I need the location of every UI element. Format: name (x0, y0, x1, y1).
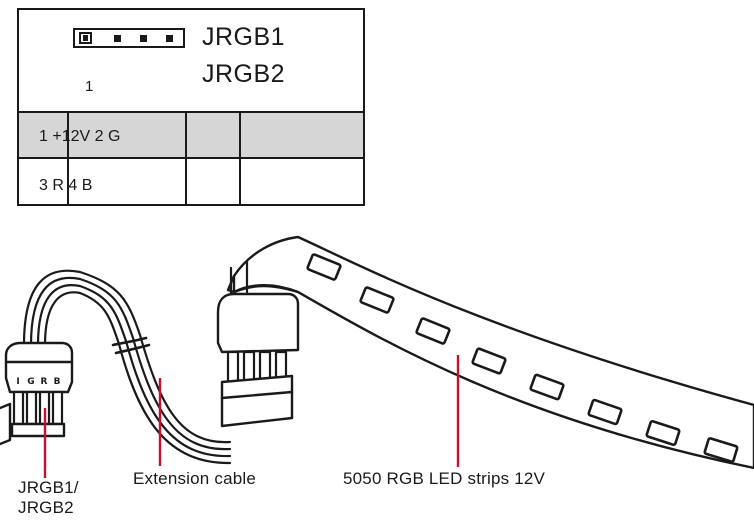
callout-connector: JRGB1/ JRGB2 (18, 478, 79, 519)
pin-definition-table: JRGB1 JRGB2 1 1 +12V 2 G 3 R 4 B (17, 8, 365, 206)
pin-icon (114, 35, 121, 42)
pin-row-text: 1 +12V 2 G (39, 128, 121, 145)
led-chip-icon (471, 347, 507, 375)
header-name-jrgb2: JRGB2 (202, 60, 286, 88)
callout-connector-line2: JRGB2 (18, 498, 74, 518)
pin-row-text: 3 R 4 B (39, 177, 93, 194)
header-plug-icon (0, 341, 74, 446)
led-chip-icon (306, 253, 342, 281)
callout-extension: Extension cable (133, 469, 257, 488)
table-column-divider (67, 113, 69, 204)
plug-letter: B (54, 377, 61, 387)
table-column-divider (185, 113, 187, 204)
led-strip (226, 235, 754, 470)
plug-letter: I (16, 377, 19, 387)
led-chip-icon (529, 373, 565, 401)
led-chip-icon (415, 317, 451, 345)
four-pin-header-icon (73, 28, 185, 48)
extension-cable (22, 260, 249, 465)
led-chip-icon (703, 437, 739, 463)
table-column-divider (239, 113, 241, 204)
callout-strip: 5050 RGB LED strips 12V (343, 469, 546, 488)
led-chips (306, 253, 739, 463)
led-chip-icon (359, 286, 395, 314)
strip-connector-plug-icon (216, 292, 300, 428)
pin-icon (166, 35, 173, 42)
callout-connector-line1: JRGB1/ (18, 478, 79, 497)
pin-one-label: 1 (85, 78, 94, 95)
plug-letter: G (27, 377, 34, 387)
table-row: 1 +12V 2 G (19, 113, 363, 159)
led-chip-icon (587, 398, 623, 426)
pin-icon (140, 35, 147, 42)
led-chip-icon (645, 419, 681, 447)
table-row: 3 R 4 B (19, 159, 363, 204)
header-diagram: JRGB1 JRGB2 1 (19, 10, 363, 113)
plug-letter: R (41, 377, 48, 387)
pin-1-key-icon (79, 32, 92, 44)
header-name-jrgb1: JRGB1 (202, 23, 286, 51)
